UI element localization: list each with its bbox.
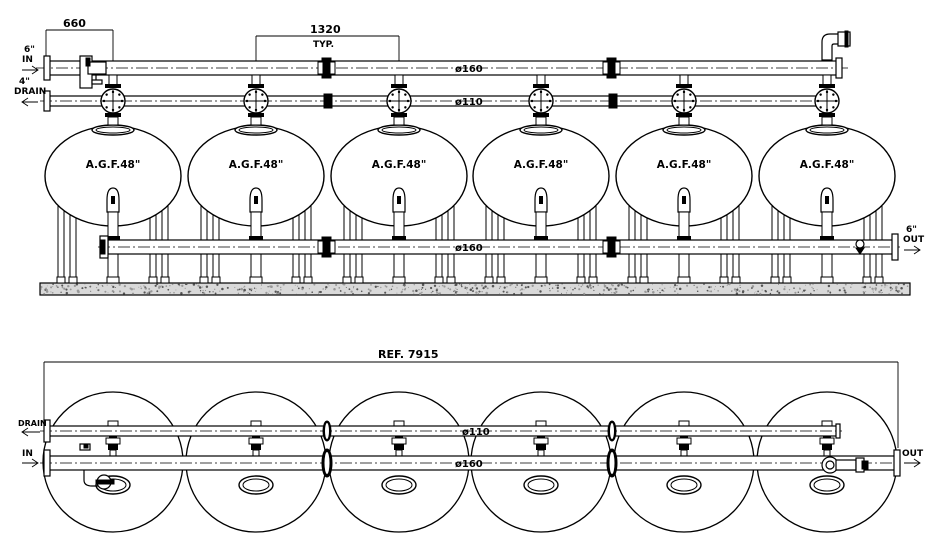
plan-outlet-arrow-icon — [904, 458, 921, 468]
filter-label: A.G.F.48" — [800, 159, 855, 171]
drain-size-label: 4" — [19, 77, 30, 87]
inlet-size-label: 6" — [24, 45, 35, 55]
inlet-manifold-elevation: ø160 — [36, 30, 851, 81]
ground-slab — [39, 282, 911, 296]
inlet-arrow-icon — [22, 65, 39, 75]
inlet-manifold-plan: ø160 — [40, 443, 901, 490]
dimension-typ-text: TYP. — [313, 40, 334, 50]
elevation-filters: A.G.F.48" A.G.F.48" A.G.F.48" A.G.F.48" A.G.… — [44, 74, 896, 284]
outlet-size-label: 6" — [906, 225, 917, 235]
plan-outlet-label: OUT — [902, 449, 924, 459]
drain-pipe-diameter: ø110 — [455, 97, 483, 108]
outlet-manifold-elevation: ø160 — [98, 233, 900, 261]
plan-inlet-arrow-icon — [22, 458, 39, 468]
outlet-pipe-diameter: ø160 — [455, 243, 483, 254]
filter-label: A.G.F.48" — [657, 159, 712, 171]
filter-label: A.G.F.48" — [86, 159, 141, 171]
inlet-strainer-valve — [79, 55, 107, 89]
plan-drain-arrow-icon — [21, 427, 40, 437]
drain-arrow-icon — [21, 97, 38, 107]
drain-manifold-elevation: ø110 — [40, 90, 840, 112]
plan-view: REF. 7915 ø110 ø160 — [18, 348, 924, 533]
drain-manifold-plan: ø110 — [40, 419, 842, 443]
outlet-label: OUT — [903, 235, 925, 245]
dimension-1320-text: 1320 — [310, 23, 341, 36]
overall-length-text: REF. 7915 — [378, 348, 439, 361]
plan-inlet-label: IN — [22, 449, 33, 459]
tank-leg — [57, 204, 65, 284]
plan-drain-label: DRAIN — [18, 419, 47, 428]
filter-6-elevation: A.G.F.48" — [758, 74, 896, 284]
drain-label: DRAIN — [14, 87, 46, 97]
elevation-view: 660 1320 TYP. ø160 — [14, 17, 925, 296]
plan-drain-pipe-diameter: ø110 — [462, 427, 490, 438]
outlet-arrow-icon — [904, 245, 921, 255]
plan-inlet-pipe-diameter: ø160 — [455, 459, 483, 470]
plan-inlet-valve — [83, 470, 110, 487]
inlet-label: IN — [22, 55, 33, 65]
inlet-pipe-diameter: ø160 — [455, 64, 483, 75]
filter-label: A.G.F.48" — [229, 159, 284, 171]
slab-texture — [40, 282, 909, 296]
plan-port-labels: DRAIN IN OUT — [18, 419, 924, 468]
filter-label: A.G.F.48" — [514, 159, 569, 171]
elevation-port-labels: 6" IN 4" DRAIN 6" OUT — [14, 45, 925, 255]
dimension-660-text: 660 — [63, 17, 86, 30]
filter-label: A.G.F.48" — [372, 159, 427, 171]
